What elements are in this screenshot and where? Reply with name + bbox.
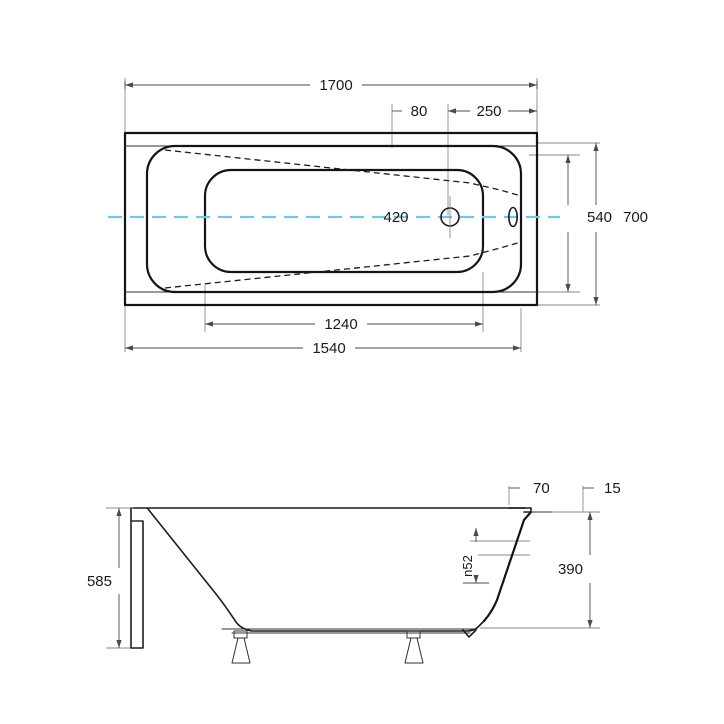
- dim-label-390: 390: [558, 561, 583, 578]
- bath-basin-outline: [145, 144, 523, 294]
- dim-label-250: 250: [476, 103, 501, 120]
- bath-taper-hidden-bottom: [164, 241, 522, 289]
- bath-outer-rim: [123, 131, 539, 307]
- dim-bath-depth-390: 390: [558, 512, 593, 628]
- dim-overflow-offset-250: 250: [448, 103, 537, 120]
- dim-label-1240: 1240: [324, 316, 357, 333]
- dim-rim-edge-15: 15: [583, 480, 621, 497]
- bath-base-notch: [462, 629, 477, 638]
- dim-base-length-1540: 1540: [125, 340, 521, 357]
- dim-label-1700: 1700: [319, 77, 352, 94]
- elevation-extension-lines: [106, 486, 600, 649]
- dim-label-70: 70: [533, 480, 550, 497]
- dim-label-700: 700: [623, 209, 648, 226]
- dim-rim-thickness-70: 70: [509, 480, 550, 497]
- dim-label-585: 585: [87, 573, 112, 590]
- dim-inner-width-540: 540: [565, 155, 612, 292]
- support-leg-right: [404, 630, 424, 664]
- dim-drain-center-420: 420: [383, 209, 408, 226]
- support-leg-left: [231, 630, 251, 664]
- dim-inner-length-1240: 1240: [205, 316, 483, 333]
- dim-label-n52: n52: [460, 555, 475, 577]
- dim-total-height-585: 585: [87, 508, 122, 648]
- elevation-view: 585 70 15 n52: [87, 480, 621, 664]
- dim-overall-length-1700: 1700: [124, 77, 538, 94]
- dim-label-15: 15: [604, 480, 621, 497]
- dim-label-1540: 1540: [312, 340, 345, 357]
- plan-view: 1700 80 250: [108, 77, 648, 357]
- bath-inner-wall-right: [482, 510, 533, 623]
- overflow-slot-icon: [507, 206, 518, 228]
- dim-overall-width-700: 700: [593, 143, 648, 305]
- dim-label-80: 80: [411, 103, 428, 120]
- dim-label-420: 420: [383, 209, 408, 226]
- bath-rim-shelf: [508, 507, 532, 513]
- dim-drain-offset-80: 80: [392, 103, 427, 120]
- bath-inner-wall-left: [147, 508, 485, 632]
- dim-label-540: 540: [587, 209, 612, 226]
- side-panel: [130, 507, 144, 649]
- dim-overflow-diameter-n52: n52: [460, 528, 489, 584]
- bath-taper-hidden-top: [164, 149, 522, 197]
